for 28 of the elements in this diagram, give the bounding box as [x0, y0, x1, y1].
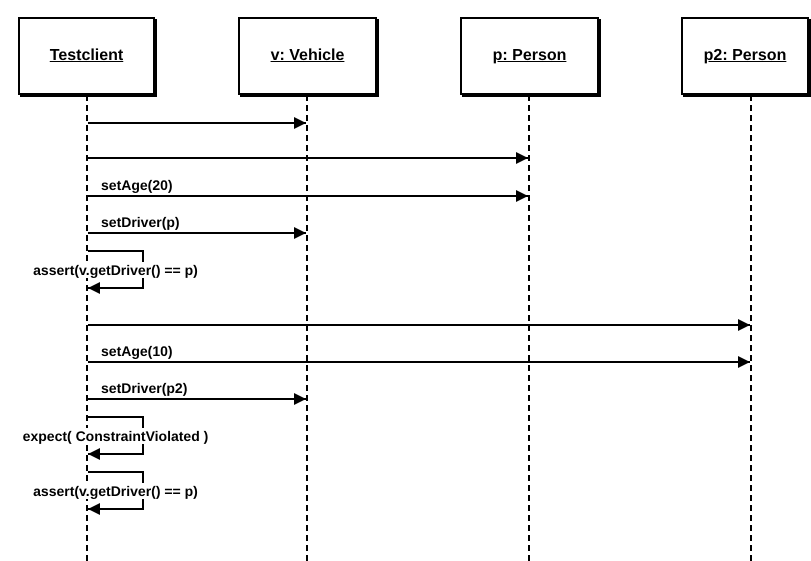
message-label: assert(v.getDriver() == p) [32, 482, 199, 498]
message-arrow [88, 393, 306, 405]
message-arrow [88, 250, 144, 294]
message-arrow [88, 416, 144, 460]
participant-box [681, 17, 809, 95]
participant-name: p2: Person [704, 47, 786, 65]
message-arrow [88, 227, 306, 239]
message-label: setAge(20) [100, 177, 174, 193]
lifeline [528, 95, 530, 561]
message-arrow [88, 190, 528, 202]
message-arrow [88, 319, 750, 331]
lifeline [750, 95, 752, 561]
participant-name: p: Person [492, 47, 566, 65]
message-label: setDriver(p2) [100, 380, 188, 396]
message-label: setDriver(p) [100, 214, 181, 230]
participant-name: Testclient [50, 47, 124, 65]
lifeline [306, 95, 308, 561]
message-label: assert(v.getDriver() == p) [32, 262, 199, 278]
message-arrow [88, 356, 750, 368]
participant-box [18, 17, 155, 95]
message-label: setAge(10) [100, 343, 174, 359]
message-arrow [88, 471, 144, 515]
message-label: expect( ConstraintViolated ) [22, 428, 210, 444]
participant-box [460, 17, 599, 95]
participant-name: v: Vehicle [270, 47, 344, 65]
message-arrow [88, 117, 306, 129]
message-arrow [88, 152, 528, 164]
participant-box [238, 17, 377, 95]
